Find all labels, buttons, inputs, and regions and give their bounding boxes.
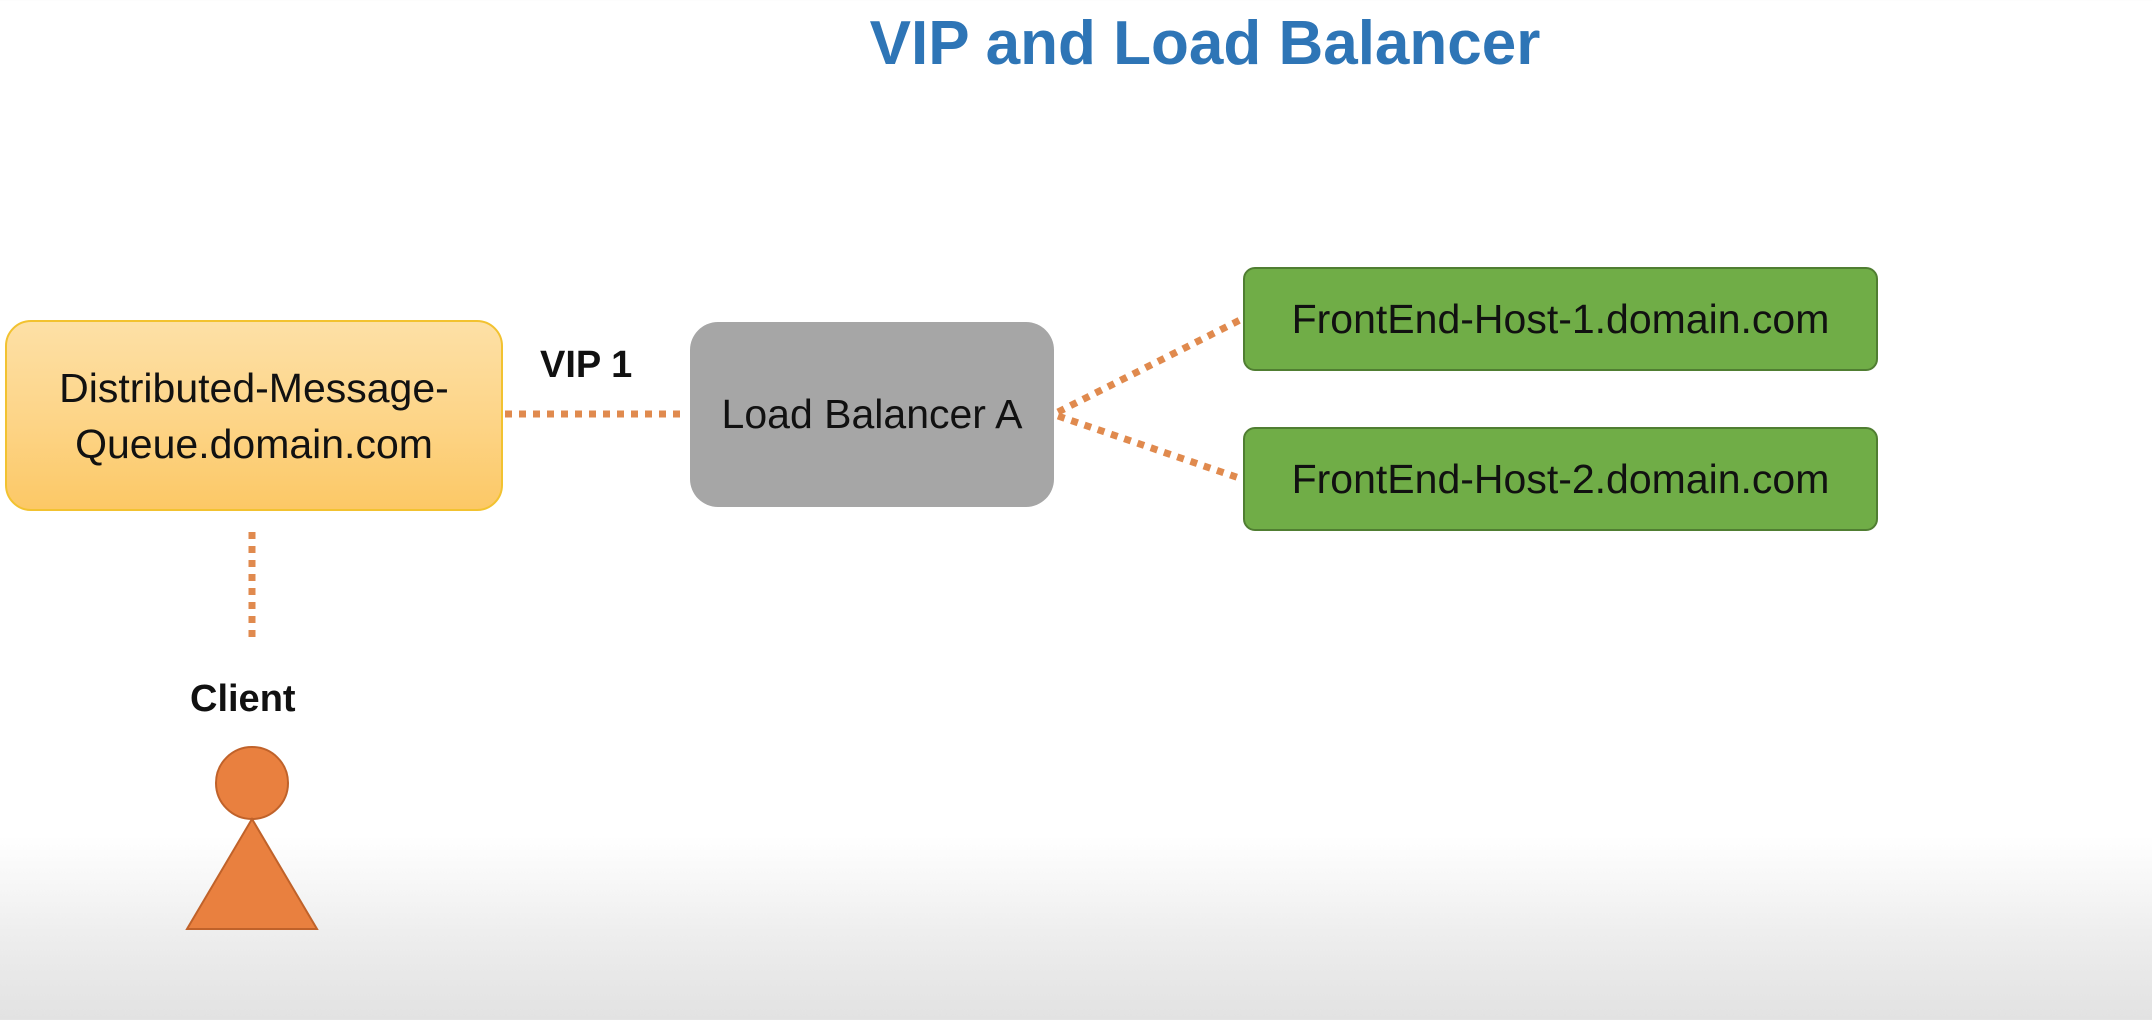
load-balancer-node: Load Balancer A: [690, 322, 1054, 507]
diagram-title: VIP and Load Balancer: [869, 9, 1541, 78]
frontend-host-2-label: FrontEnd-Host-2.domain.com: [1291, 455, 1830, 502]
client-label: Client: [190, 678, 296, 720]
queue-node: Distributed-Message-Queue.domain.com: [5, 320, 503, 511]
frontend-host-2-node: FrontEnd-Host-2.domain.com: [1243, 427, 1878, 531]
connector-load-balancer-to-host-2: [1056, 412, 1244, 483]
person-icon-body: [185, 817, 319, 930]
frontend-host-1-node: FrontEnd-Host-1.domain.com: [1243, 267, 1878, 371]
vip-label: VIP 1: [540, 344, 633, 386]
connector-load-balancer-to-host-1: [1056, 315, 1244, 416]
frontend-host-1-label: FrontEnd-Host-1.domain.com: [1291, 295, 1830, 342]
person-icon: [185, 746, 319, 930]
load-balancer-label: Load Balancer A: [721, 391, 1023, 437]
queue-node-label: Distributed-Message-Queue.domain.com: [59, 364, 449, 467]
person-icon-head: [215, 746, 289, 820]
